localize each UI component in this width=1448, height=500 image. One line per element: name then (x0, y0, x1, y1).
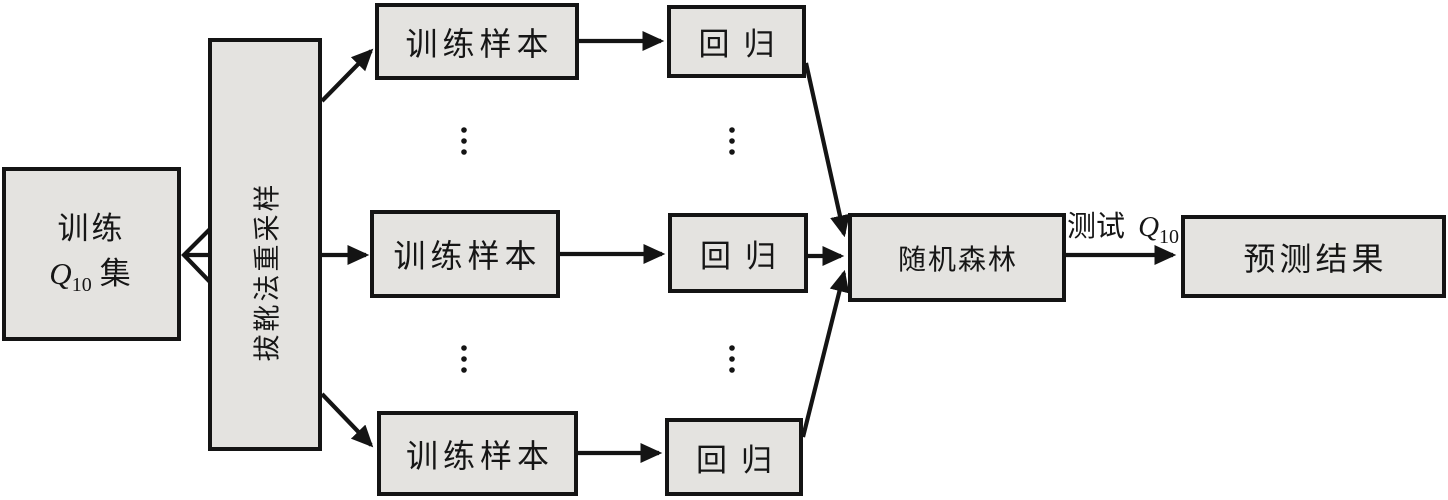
vertical-ellipsis-icon (729, 127, 735, 155)
q-variable: Q (1138, 211, 1160, 243)
bootstrap-label: 拔靴法重采样 (252, 181, 283, 362)
q-subscript: 10 (1159, 225, 1180, 248)
node-random-forest: 随机森林 (848, 213, 1066, 302)
arrow-bootstrap-to-trainset (181, 226, 213, 285)
node-training-q10-set: 训练 Q10 集 (2, 167, 181, 341)
regression-label: 回归 (696, 442, 786, 478)
vertical-ellipsis-icon (461, 345, 467, 373)
regression-label: 回归 (700, 238, 790, 274)
q-subscript: 10 (71, 274, 92, 297)
prediction-label: 预测结果 (1243, 240, 1388, 277)
node-training-sample-bottom: 训练样本 (377, 411, 578, 496)
node-bootstrap-resampling: 拔靴法重采样 (208, 38, 322, 451)
node-training-sample-top: 训练样本 (375, 3, 579, 80)
arrow-reg-top-to-forest (803, 62, 850, 238)
node-regression-middle: 回归 (668, 213, 808, 293)
arrow-bootstrap-to-sample-bottom (320, 392, 374, 448)
training-set-line2: Q10 集 (49, 252, 133, 300)
edge-label-prefix: 测试 (1066, 211, 1125, 243)
edge-label-test-q10: 测试 Q10 (1064, 203, 1182, 249)
set-suffix: 集 (99, 256, 134, 292)
node-training-sample-middle: 训练样本 (370, 210, 560, 298)
node-regression-top: 回归 (667, 5, 806, 78)
training-sample-label: 训练样本 (405, 437, 554, 474)
training-sample-label: 训练样本 (393, 238, 542, 274)
training-set-line1: 训练 (57, 211, 126, 247)
node-regression-bottom: 回归 (665, 418, 803, 496)
training-sample-label: 训练样本 (405, 25, 554, 62)
training-set-label: 训练 Q10 集 (49, 207, 133, 300)
arrow-bootstrap-to-sample-top (320, 48, 374, 103)
vertical-ellipsis-icon (729, 345, 735, 373)
arrow-reg-bottom-to-forest (800, 269, 850, 438)
random-forest-label: 随机森林 (897, 244, 1018, 276)
node-prediction-result: 预测结果 (1181, 215, 1446, 298)
vertical-ellipsis-icon (461, 127, 467, 155)
q-variable: Q (49, 256, 72, 292)
regression-label: 回归 (698, 27, 789, 62)
